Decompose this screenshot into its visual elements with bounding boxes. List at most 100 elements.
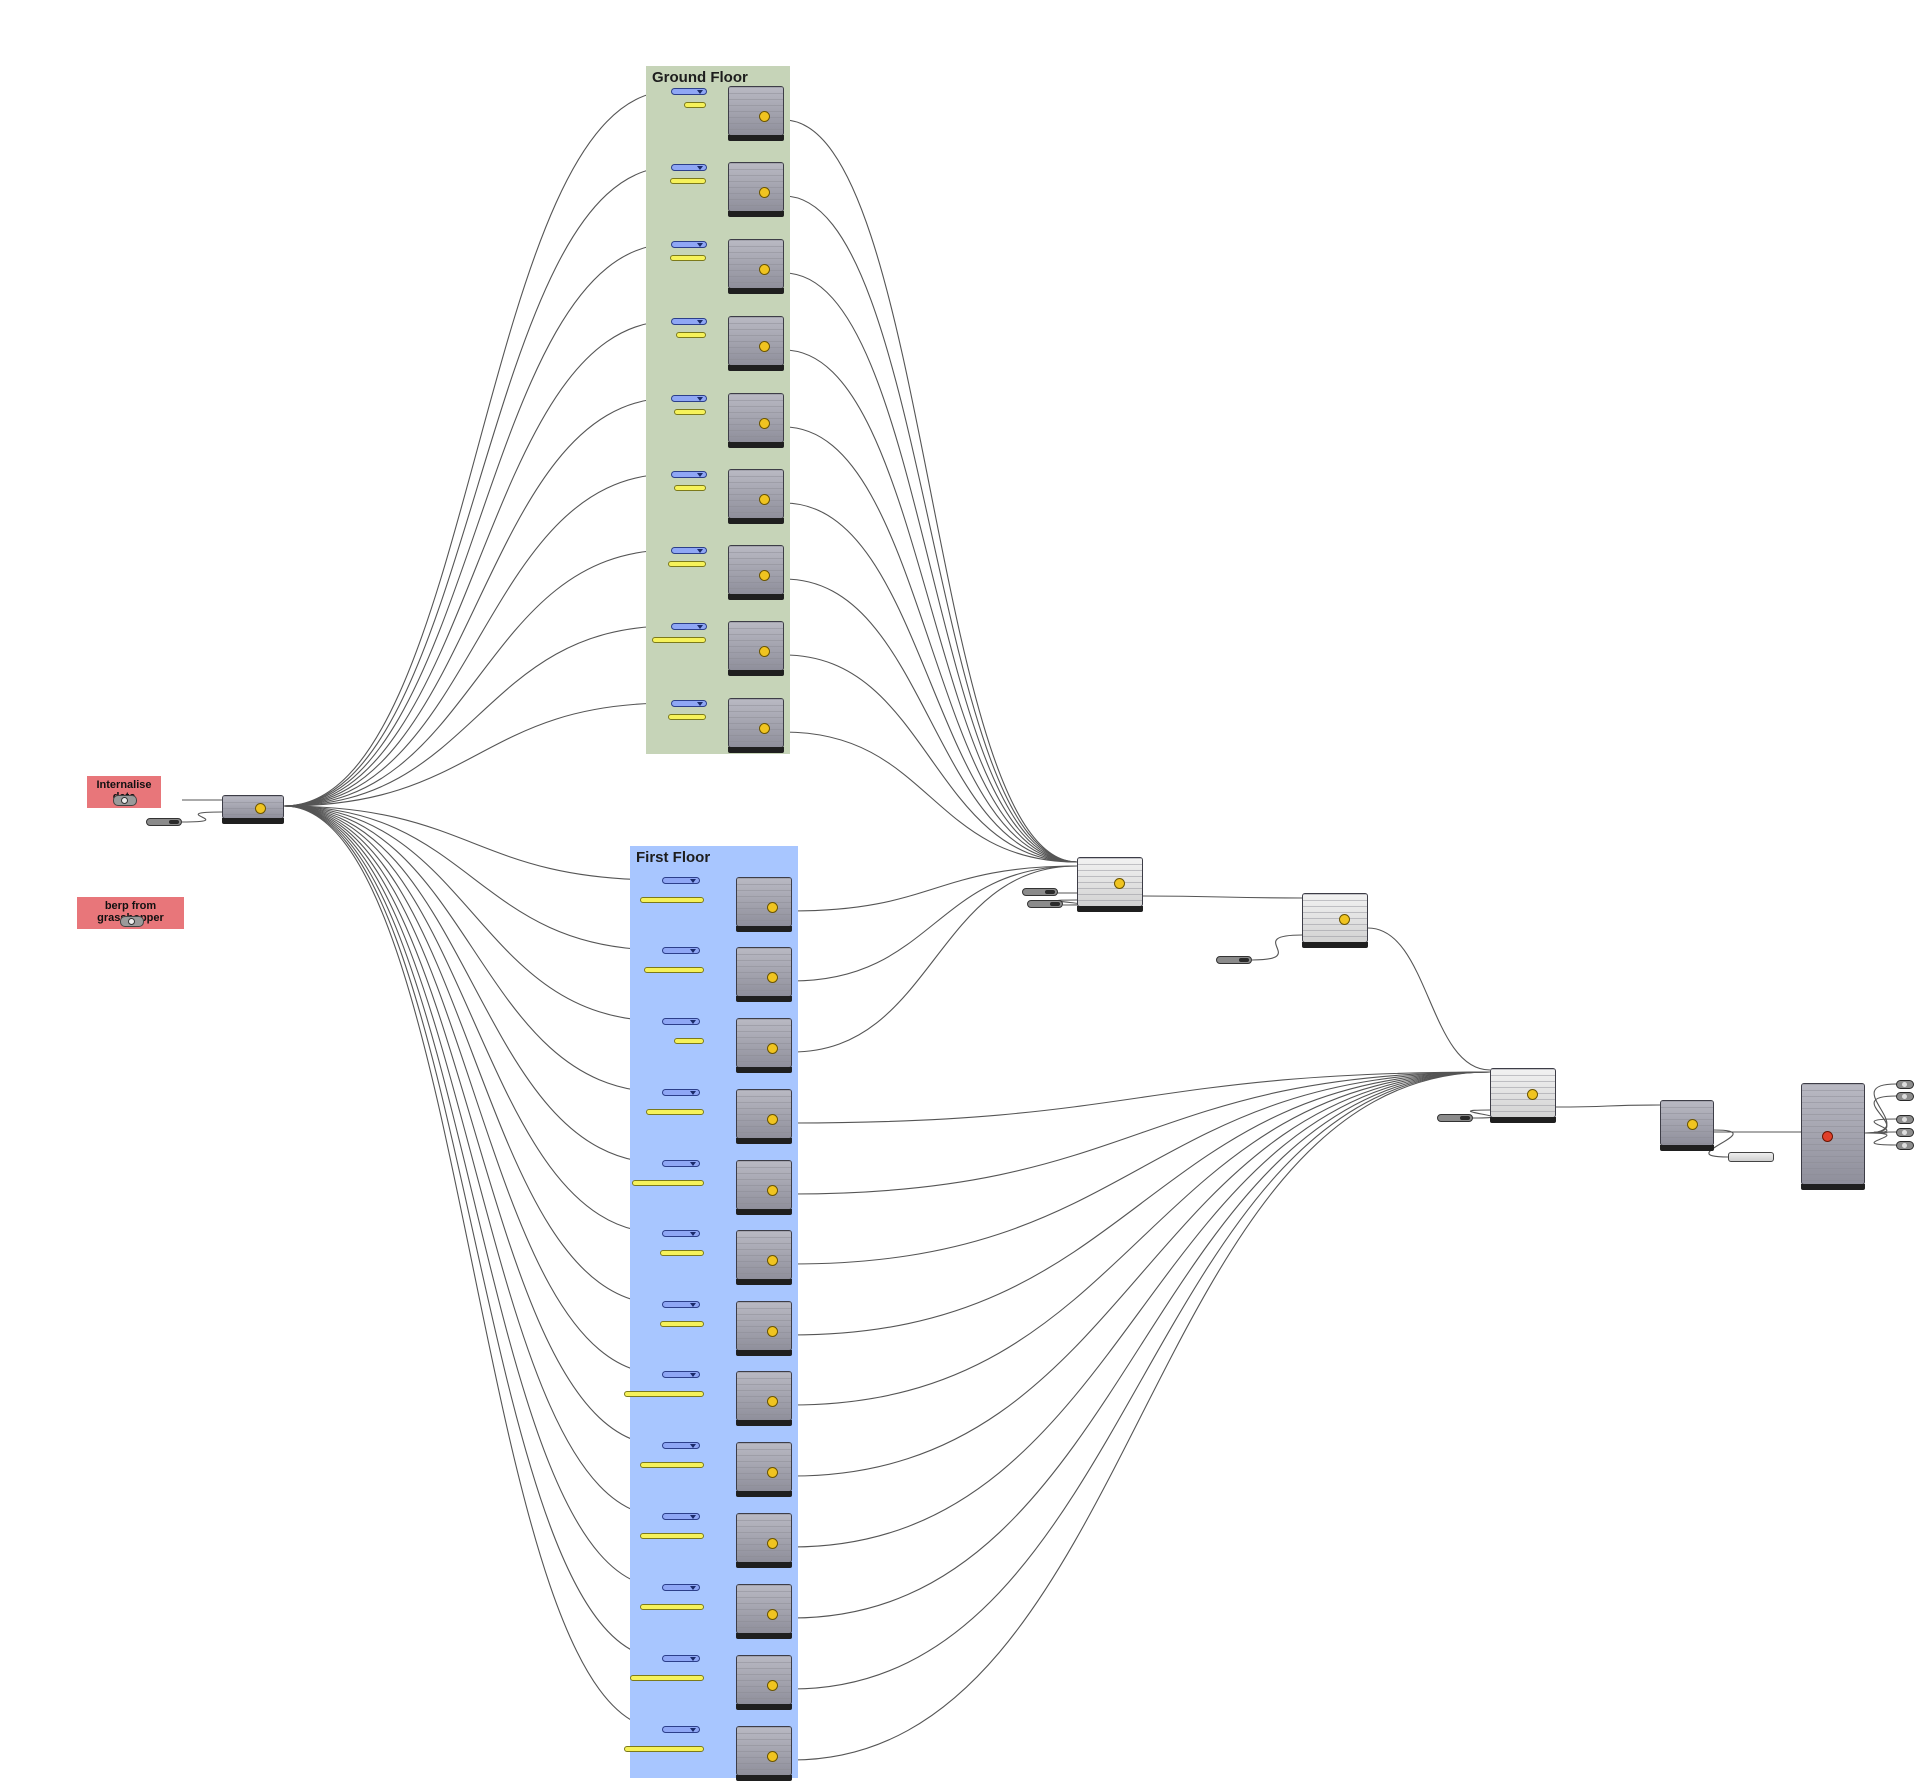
text-panel[interactable] [624,1391,704,1397]
source-wire [283,805,663,1375]
text-panel[interactable] [668,714,706,720]
output-toggle[interactable] [1896,1115,1914,1124]
output-toggle[interactable] [1896,1141,1914,1150]
value-list[interactable] [662,1018,700,1025]
boolean-toggle[interactable] [146,818,182,826]
room-component[interactable] [728,545,784,600]
text-panel[interactable] [660,1250,704,1256]
value-list[interactable] [662,1726,700,1733]
text-panel[interactable] [632,1180,704,1186]
room-component[interactable] [736,1726,792,1781]
text-panel[interactable] [640,897,704,903]
source-wire [283,805,663,881]
simulation-component[interactable] [1660,1100,1714,1151]
boolean-toggle[interactable] [1022,888,1058,896]
text-panel[interactable] [640,1604,704,1610]
source-wire [283,805,663,1305]
room-component[interactable] [736,1371,792,1426]
text-panel[interactable] [670,178,706,184]
value-list[interactable] [671,623,707,630]
room-component[interactable] [736,1442,792,1497]
text-panel[interactable] [624,1746,704,1752]
value-list[interactable] [671,471,707,478]
text-panel[interactable] [674,409,706,415]
boolean-toggle[interactable] [1027,900,1063,908]
value-list[interactable] [662,1301,700,1308]
berp-note[interactable]: berp from grasshopper [77,897,184,929]
text-panel[interactable] [630,1675,704,1681]
source-wire [283,166,672,807]
text-panel[interactable] [646,1109,704,1115]
component-footer [736,1491,792,1497]
toggle-switch-icon[interactable] [113,795,137,806]
value-list[interactable] [662,877,700,884]
model-component-3[interactable] [1490,1068,1556,1123]
value-list[interactable] [662,1513,700,1520]
boolean-toggle[interactable] [1216,956,1252,964]
value-list[interactable] [671,241,707,248]
room-component[interactable] [728,698,784,753]
output-toggle[interactable] [1896,1092,1914,1101]
run-component[interactable] [1801,1083,1865,1190]
output-toggle[interactable] [1896,1128,1914,1137]
text-panel[interactable] [674,1038,704,1044]
value-list[interactable] [662,1371,700,1378]
value-list[interactable] [671,547,707,554]
text-panel[interactable] [684,102,706,108]
room-component[interactable] [728,162,784,217]
boolean-toggle[interactable] [1437,1114,1473,1122]
room-output-wire [791,865,1078,912]
value-list[interactable] [671,318,707,325]
value-list[interactable] [662,1230,700,1237]
model-component-1[interactable] [1077,857,1143,912]
pin-lines [729,622,783,670]
value-list[interactable] [662,1442,700,1449]
output-toggle[interactable] [1896,1080,1914,1089]
room-component[interactable] [728,239,784,294]
value-list[interactable] [662,1160,700,1167]
value-list[interactable] [671,395,707,402]
room-component[interactable] [736,947,792,1002]
pin-lines [737,878,791,926]
room-component[interactable] [728,86,784,141]
source-component[interactable] [222,795,284,824]
room-component[interactable] [736,1160,792,1215]
text-panel[interactable] [674,485,706,491]
output-parameter[interactable] [1728,1152,1774,1162]
text-panel[interactable] [640,1462,704,1468]
text-panel[interactable] [640,1533,704,1539]
value-list[interactable] [662,947,700,954]
text-panel[interactable] [668,561,706,567]
room-component[interactable] [736,1018,792,1073]
room-component[interactable] [728,316,784,371]
room-component[interactable] [728,469,784,524]
text-panel[interactable] [644,967,704,973]
value-list[interactable] [662,1089,700,1096]
value-list[interactable] [671,700,707,707]
toggle-switch-icon[interactable] [119,916,144,927]
room-component[interactable] [736,1301,792,1356]
room-component[interactable] [736,1584,792,1639]
room-component[interactable] [728,393,784,448]
room-component[interactable] [736,1513,792,1568]
room-component[interactable] [736,877,792,932]
room-component[interactable] [736,1655,792,1710]
room-output-wire [783,349,1078,863]
value-list[interactable] [671,88,707,95]
room-component[interactable] [736,1089,792,1144]
text-panel[interactable] [660,1321,704,1327]
value-list[interactable] [671,164,707,171]
room-component[interactable] [728,621,784,676]
value-list[interactable] [662,1584,700,1591]
final-output-wire [1864,1095,1897,1134]
internalise-data-note[interactable]: Internalise data [87,776,161,808]
pin-lines [729,163,783,211]
pin-lines [737,1656,791,1704]
text-panel[interactable] [676,332,706,338]
value-list[interactable] [662,1655,700,1662]
text-panel[interactable] [652,637,706,643]
model-component-2[interactable] [1302,893,1368,948]
text-panel[interactable] [670,255,706,261]
room-component[interactable] [736,1230,792,1285]
